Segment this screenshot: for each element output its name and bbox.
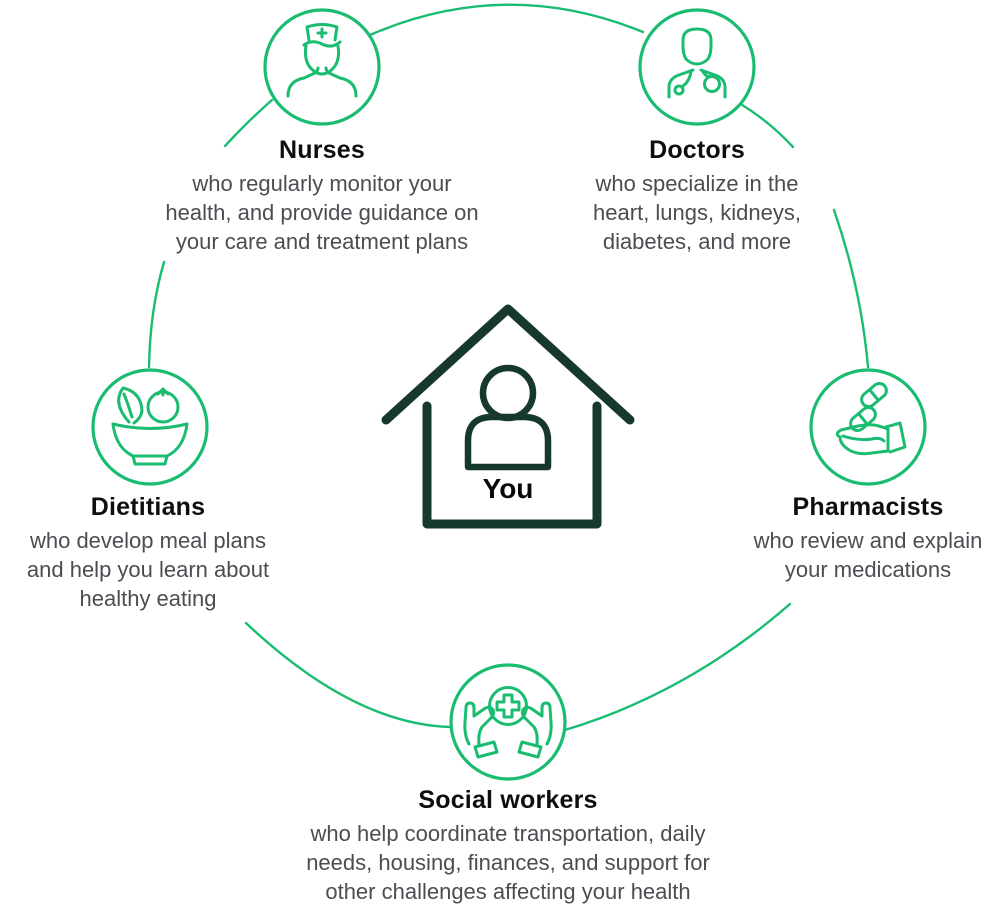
arc-doctors-pharmacists <box>832 208 870 369</box>
doctors-description: who specialize in the heart, lungs, kidn… <box>593 171 801 254</box>
nurses-circle <box>263 8 381 126</box>
node-dietitians: Dietitians who develop meal plans and he… <box>0 492 318 613</box>
center-label: You <box>482 473 534 504</box>
doctors-title: Doctors <box>649 136 745 164</box>
connector-arcs <box>147 3 870 732</box>
social-workers-title: Social workers <box>418 786 598 814</box>
hand-with-pills-icon <box>835 382 907 456</box>
dietitians-title: Dietitians <box>90 493 206 521</box>
food-bowl-icon <box>111 386 189 466</box>
arc-social-pharmacists <box>563 602 792 732</box>
node-circles <box>91 8 927 781</box>
hands-holding-cross-icon <box>463 686 553 759</box>
nurse-icon <box>286 23 358 98</box>
nurses-description: who regularly monitor your health, and p… <box>165 171 479 254</box>
person-icon <box>464 364 552 471</box>
pharmacists-description: who review and explain your medications <box>753 528 983 582</box>
left-hand <box>463 701 499 759</box>
house-roof <box>381 304 635 425</box>
node-doctors: Doctors who specialize in the heart, lun… <box>497 135 897 256</box>
dietitians-description: who develop meal plans and help you lear… <box>26 528 270 611</box>
doctors-circle <box>638 8 756 126</box>
arc-nurses-doctors <box>368 3 645 37</box>
social-workers-circle <box>449 663 567 781</box>
arc-nurses-lower <box>223 98 274 148</box>
arc-doctors-upper <box>737 101 795 149</box>
house-with-person-icon <box>381 304 635 529</box>
social-workers-description: who help coordinate transportation, dail… <box>306 821 710 904</box>
arc-dietitians-social <box>244 621 452 729</box>
pharmacists-title: Pharmacists <box>792 493 944 521</box>
pharmacists-circle <box>809 368 927 486</box>
doctor-icon <box>667 27 727 99</box>
house-walls <box>422 401 602 529</box>
nurses-title: Nurses <box>279 136 365 164</box>
node-social-workers: Social workers who help coordinate trans… <box>240 785 776 906</box>
arc-nurses-dietitians <box>147 260 166 369</box>
node-pharmacists: Pharmacists who review and explain your … <box>698 492 1000 584</box>
node-nurses: Nurses who regularly monitor your health… <box>122 135 522 256</box>
